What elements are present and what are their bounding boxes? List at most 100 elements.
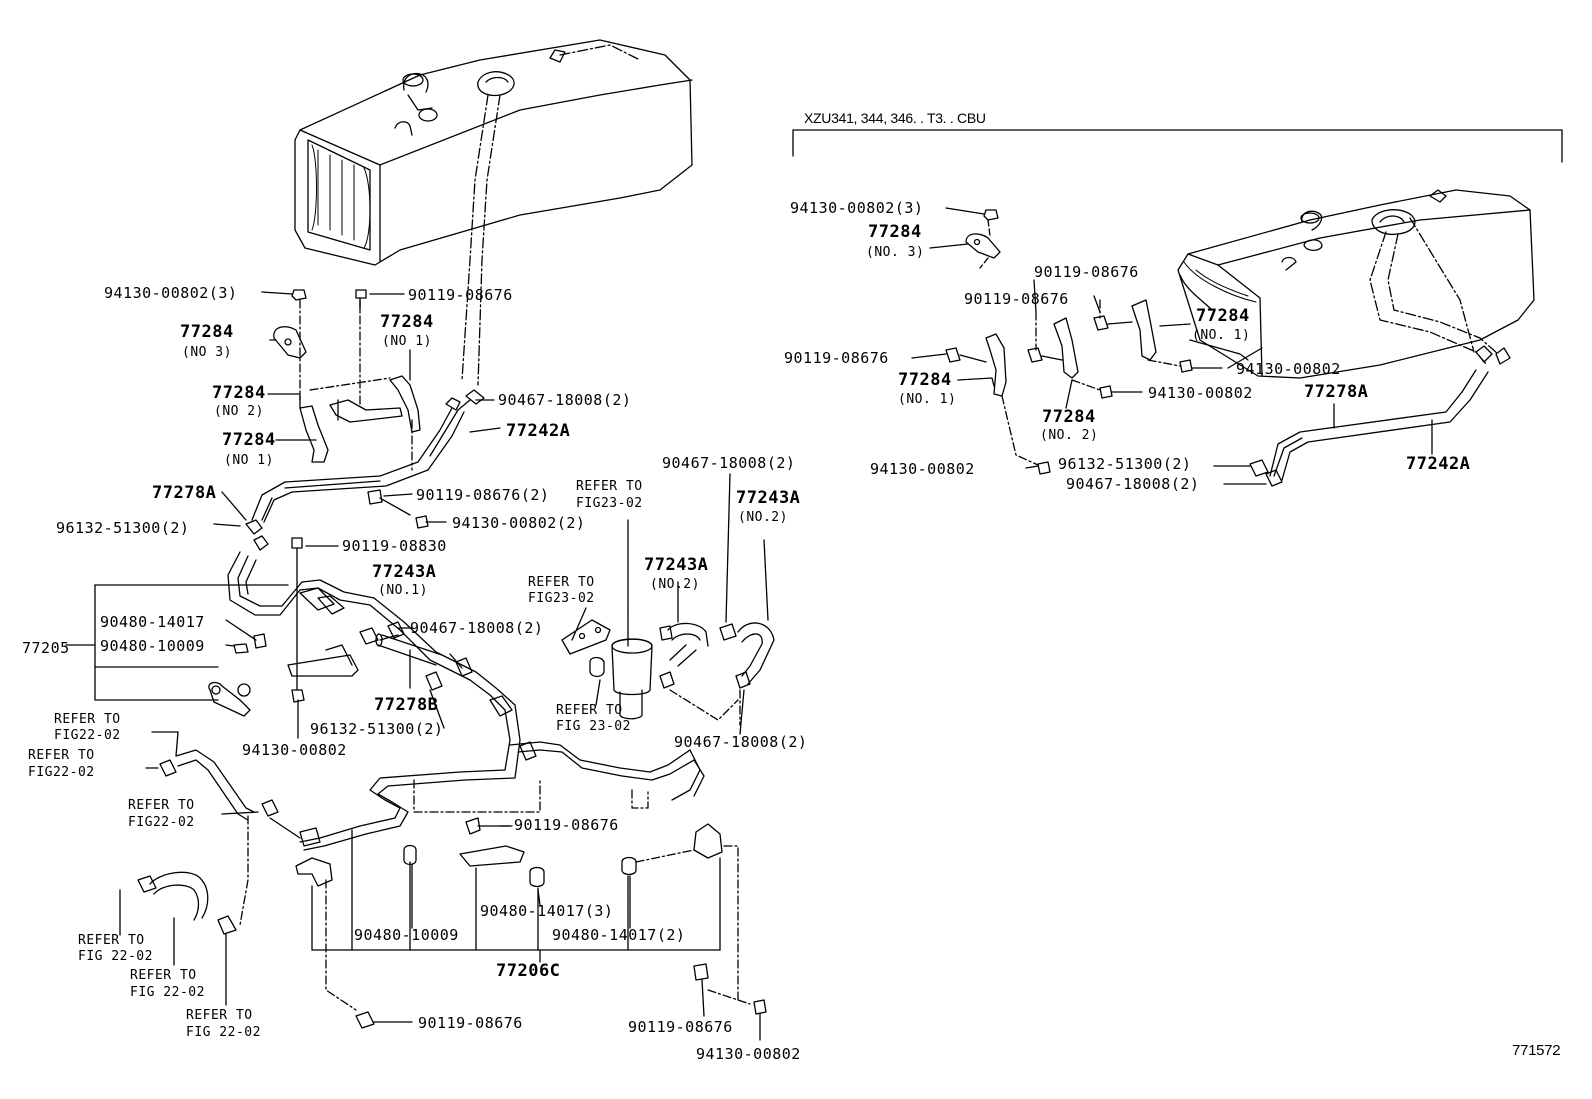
bracket-77284-no3-right	[965, 233, 1001, 259]
part-label-90467-18008-2-b[interactable]: 90467-18008(2)	[662, 454, 796, 472]
hose-77243A-no2-a	[667, 622, 709, 667]
part-label-77284-no2[interactable]: 77284	[212, 383, 266, 403]
fuel-tank-right	[1177, 189, 1535, 379]
part-label-90119-08676-d[interactable]: 90119-08676	[628, 1018, 733, 1036]
part-label-r-77284-no3[interactable]: 77284	[868, 222, 922, 242]
part-label-77278A[interactable]: 77278A	[152, 483, 217, 503]
part-label-77278B[interactable]: 77278B	[374, 695, 439, 715]
part-label-77284-no1-top[interactable]: 77284	[380, 312, 434, 332]
part-label-r-77284-no1-b[interactable]: 77284	[898, 370, 952, 390]
part-label-90467-18008-2-d[interactable]: 90467-18008(2)	[674, 733, 808, 751]
hose-lower-left-a	[175, 749, 255, 821]
bracket-77284-no1-left	[299, 405, 329, 463]
part-label-90119-08676-b[interactable]: 90119-08676	[514, 816, 619, 834]
part-label-r-90119-08676-a[interactable]: 90119-08676	[1034, 263, 1139, 281]
filter-bracket	[561, 619, 611, 655]
refer-fig23-a-line2[interactable]: FIG23-02	[576, 496, 643, 511]
hose-lower-left-b	[149, 871, 209, 921]
bracket-assembly-77206C	[295, 823, 723, 888]
bracket-77284-no1-right-a	[985, 333, 1007, 397]
fuel-filter	[611, 611, 653, 720]
refer-fig22-b-line1: REFER TO	[28, 748, 95, 763]
variant-bracket-line	[792, 129, 1563, 163]
part-note-no3: (NO 3)	[182, 345, 232, 360]
fuel-line-main-left	[227, 551, 521, 851]
refer-fig23-a-line1: REFER TO	[576, 479, 643, 494]
variant-note: XZU341, 344, 346. . T3. . CBU	[804, 110, 986, 126]
part-label-r-94130-00802-a[interactable]: 94130-00802	[1236, 360, 1341, 378]
part-label-r-77242A[interactable]: 77242A	[1406, 454, 1471, 474]
part-note-no1-b: (NO 1)	[224, 453, 274, 468]
part-label-77284-no1-b[interactable]: 77284	[222, 430, 276, 450]
refer-fig22-a-line2[interactable]: FIG22-02	[54, 728, 121, 743]
bracket-77284-no2	[329, 399, 403, 423]
part-label-96132-51300-2-a[interactable]: 96132-51300(2)	[56, 519, 190, 537]
part-label-77243A-no2-right[interactable]: 77243A	[736, 488, 801, 508]
bracket-assembly-77205	[94, 584, 359, 717]
refer-fig22-c-line1: REFER TO	[128, 798, 195, 813]
part-label-90119-08676-c[interactable]: 90119-08676	[418, 1014, 523, 1032]
part-label-r-77284-no1-a[interactable]: 77284	[1196, 306, 1250, 326]
part-note-r-no2: (NO. 2)	[1040, 428, 1099, 443]
refer-fig22-a-line1: REFER TO	[54, 712, 121, 727]
refer-fig23-c-line1: REFER TO	[556, 703, 623, 718]
bracket-77284-no3	[273, 326, 307, 359]
fuel-line-main-right	[509, 741, 705, 801]
pipe-77278A-right	[1269, 369, 1489, 481]
part-note-no1-center: (NO.1)	[378, 583, 428, 598]
part-label-90467-18008-2-c[interactable]: 90467-18008(2)	[410, 619, 544, 637]
part-label-94130-00802-2[interactable]: 94130-00802(2)	[452, 514, 586, 532]
part-label-r-96132-51300-2[interactable]: 96132-51300(2)	[1058, 455, 1192, 473]
part-label-r-90467-18008-2[interactable]: 90467-18008(2)	[1066, 475, 1200, 493]
part-label-90119-08676-2[interactable]: 90119-08676(2)	[416, 486, 550, 504]
part-label-90119-08676[interactable]: 90119-08676	[408, 286, 513, 304]
figure-id: 771572	[1512, 1042, 1561, 1059]
hose-77243A-no2-b	[737, 622, 775, 685]
part-note-no2: (NO 2)	[214, 404, 264, 419]
part-label-90480-14017-2[interactable]: 90480-14017(2)	[552, 926, 686, 944]
refer-fig22-f-line1: REFER TO	[186, 1008, 253, 1023]
part-label-r-77278A[interactable]: 77278A	[1304, 382, 1369, 402]
part-label-r-94130-00802-3[interactable]: 94130-00802(3)	[790, 199, 924, 217]
fuel-tank-left	[294, 39, 693, 266]
part-note-no2-mid: (NO.2)	[650, 577, 700, 592]
refer-fig23-b-line2[interactable]: FIG23-02	[528, 591, 595, 606]
part-note-r-no1-b: (NO. 1)	[898, 392, 957, 407]
part-label-90480-10009[interactable]: 90480-10009	[100, 637, 205, 655]
part-label-r-94130-00802-b[interactable]: 94130-00802	[1148, 384, 1253, 402]
pipe-77242A-left	[261, 389, 485, 521]
part-note-no2-right: (NO.2)	[738, 510, 788, 525]
refer-fig22-e-line2[interactable]: FIG 22-02	[130, 985, 205, 1000]
part-label-77242A[interactable]: 77242A	[506, 421, 571, 441]
part-label-94130-00802-c[interactable]: 94130-00802	[696, 1045, 801, 1063]
part-label-90467-18008-2-a[interactable]: 90467-18008(2)	[498, 391, 632, 409]
refer-fig22-d-line2[interactable]: FIG 22-02	[78, 949, 153, 964]
bracket-77284-no1-top	[389, 375, 421, 433]
refer-fig23-b-line1: REFER TO	[528, 575, 595, 590]
part-label-77284-no3[interactable]: 77284	[180, 322, 234, 342]
bracket-77284-no1-right-b	[1131, 299, 1157, 361]
part-label-77243A-no2-mid[interactable]: 77243A	[644, 555, 709, 575]
part-label-r-77284-no2[interactable]: 77284	[1042, 407, 1096, 427]
part-label-77205[interactable]: 77205	[22, 639, 70, 657]
part-label-r-94130-00802-c[interactable]: 94130-00802	[870, 460, 975, 478]
part-label-96132-51300-2-b[interactable]: 96132-51300(2)	[310, 720, 444, 738]
part-label-90480-14017-3[interactable]: 90480-14017(3)	[480, 902, 614, 920]
refer-fig22-e-line1: REFER TO	[130, 968, 197, 983]
refer-fig22-f-line2[interactable]: FIG 22-02	[186, 1025, 261, 1040]
part-label-94130-00802-3[interactable]: 94130-00802(3)	[104, 284, 238, 302]
part-note-r-no3: (NO. 3)	[866, 245, 925, 260]
part-note-no1-top: (NO 1)	[382, 334, 432, 349]
part-label-90119-08830[interactable]: 90119-08830	[342, 537, 447, 555]
part-label-r-90119-08676-c[interactable]: 90119-08676	[784, 349, 889, 367]
refer-fig23-c-line2[interactable]: FIG 23-02	[556, 719, 631, 734]
part-label-94130-00802-b[interactable]: 94130-00802	[242, 741, 347, 759]
refer-fig22-c-line2[interactable]: FIG22-02	[128, 815, 195, 830]
part-label-90480-14017[interactable]: 90480-14017	[100, 613, 205, 631]
part-label-90480-10009-b[interactable]: 90480-10009	[354, 926, 459, 944]
part-label-r-90119-08676-b[interactable]: 90119-08676	[964, 290, 1069, 308]
part-label-77206C[interactable]: 77206C	[496, 961, 561, 981]
part-label-77243A-no1[interactable]: 77243A	[372, 562, 437, 582]
refer-fig22-b-line2[interactable]: FIG22-02	[28, 765, 95, 780]
